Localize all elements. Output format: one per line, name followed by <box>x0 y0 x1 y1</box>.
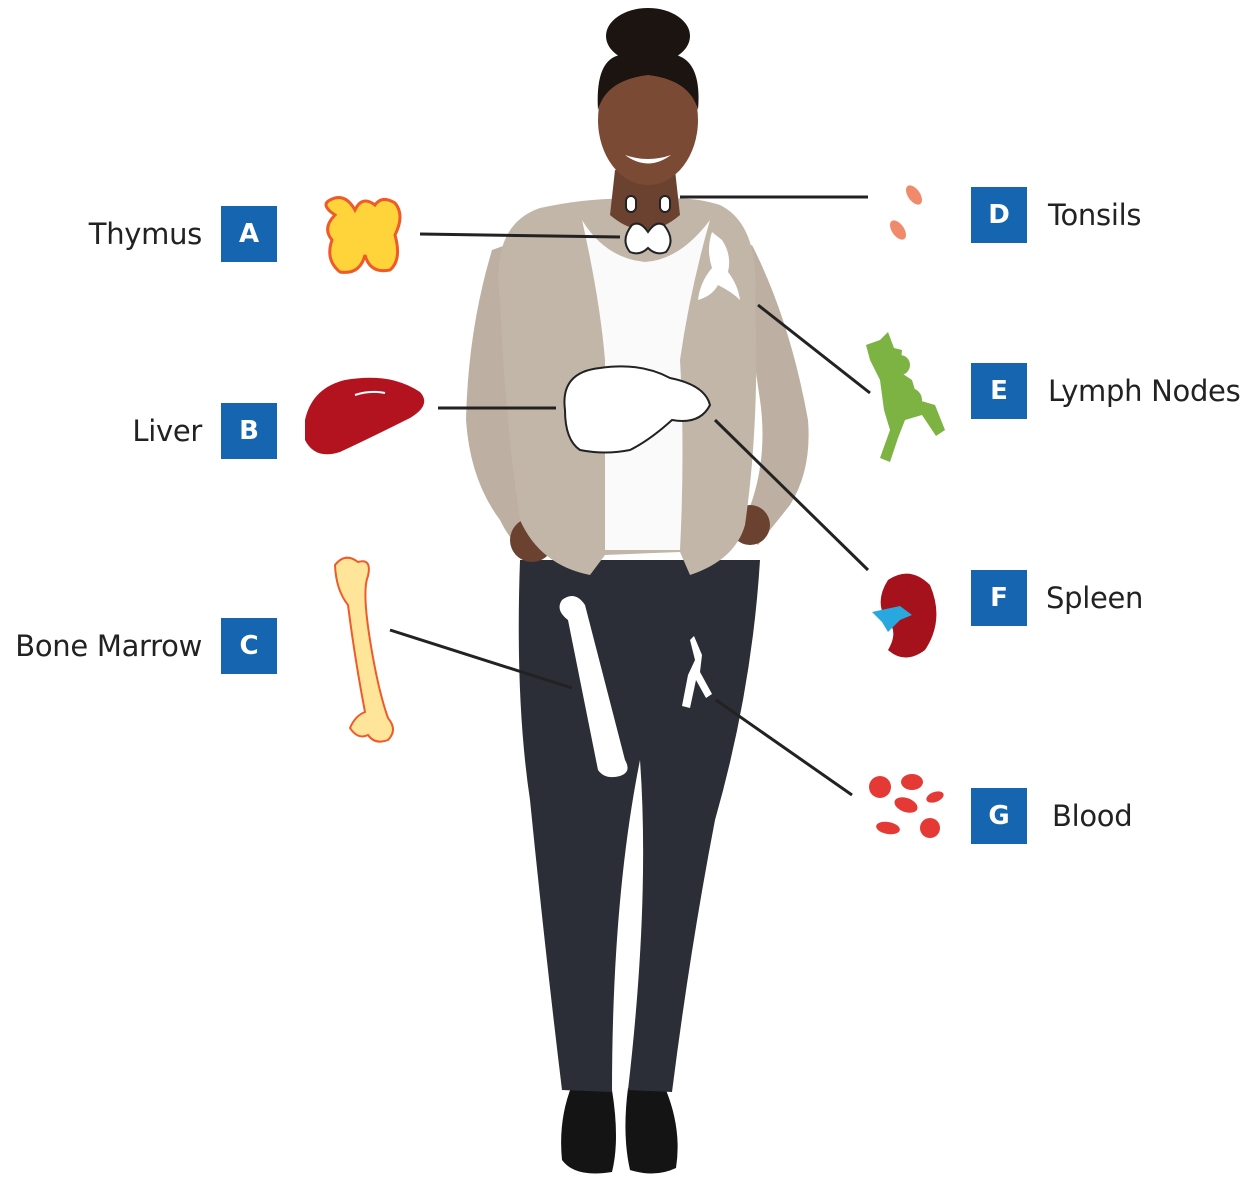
badge-b: B <box>221 403 277 459</box>
badge-d: D <box>971 187 1027 243</box>
spleen-icon <box>872 574 936 658</box>
badge-e: E <box>971 363 1027 419</box>
tonsils-icon <box>887 183 925 243</box>
organ-name-tonsils: Tonsils <box>1048 198 1141 232</box>
organ-name-bone-marrow: Bone Marrow <box>15 629 202 663</box>
blood-icon <box>869 774 945 838</box>
organ-name-liver: Liver <box>132 414 202 448</box>
organ-name-lymph-nodes: Lymph Nodes <box>1048 374 1240 408</box>
badge-f: F <box>971 570 1027 626</box>
organ-name-blood: Blood <box>1052 799 1132 833</box>
bone-marrow-icon <box>335 558 393 742</box>
thymus-icon <box>326 198 400 273</box>
liver-icon <box>305 378 424 455</box>
lymph-nodes-icon <box>866 332 945 462</box>
badge-a: A <box>221 206 277 262</box>
organ-name-spleen: Spleen <box>1046 581 1143 615</box>
badge-g: G <box>971 788 1027 844</box>
person-figure <box>466 8 809 1174</box>
organ-name-thymus: Thymus <box>89 217 202 251</box>
badge-c: C <box>221 618 277 674</box>
